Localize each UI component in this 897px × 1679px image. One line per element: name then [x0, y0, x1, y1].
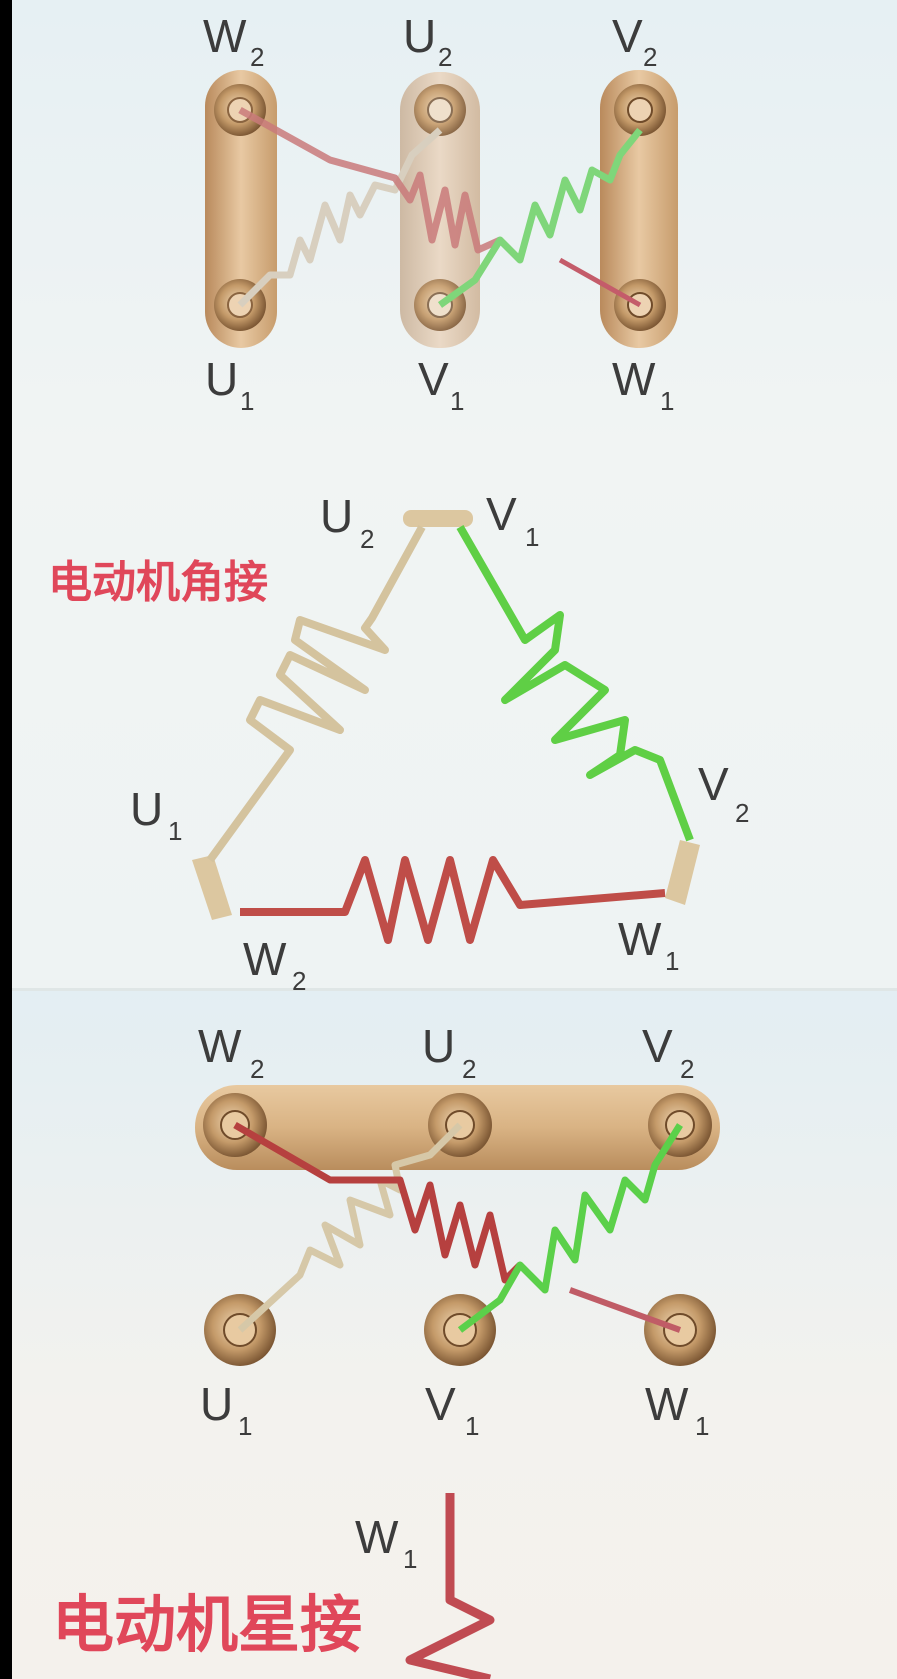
- svg-text:V: V: [425, 1378, 456, 1430]
- svg-text:1: 1: [240, 386, 254, 416]
- svg-text:W: W: [618, 913, 662, 965]
- svg-text:U: U: [200, 1378, 233, 1430]
- winding-w-lead: [558, 257, 642, 308]
- svg-text:W: W: [198, 1020, 242, 1072]
- svg-text:1: 1: [168, 816, 182, 846]
- svg-text:1: 1: [403, 1544, 417, 1574]
- star-connection-title: 电动机星接: [52, 1588, 363, 1661]
- svg-text:U: U: [205, 353, 238, 405]
- star-winding-w-lead: [568, 1287, 682, 1333]
- winding-u-coil: [237, 127, 443, 308]
- delta-winding-w: [240, 856, 666, 944]
- delta-winding-u: [206, 525, 426, 863]
- svg-text:1: 1: [660, 386, 674, 416]
- star-winding-w: [233, 1121, 523, 1284]
- link-bar-left: [205, 70, 277, 348]
- link-bar-right: [600, 70, 678, 348]
- winding-w-coil: [238, 106, 502, 254]
- svg-text:1: 1: [695, 1411, 709, 1441]
- svg-text:W: W: [355, 1511, 399, 1563]
- svg-text:2: 2: [735, 798, 749, 828]
- svg-text:2: 2: [292, 966, 306, 996]
- star-winding-v: [457, 1123, 683, 1333]
- svg-text:V: V: [418, 353, 449, 405]
- svg-text:V: V: [612, 10, 643, 62]
- delta-winding-v: [456, 525, 694, 842]
- section-divider: [12, 988, 897, 991]
- svg-text:U: U: [130, 783, 163, 835]
- svg-text:V: V: [642, 1020, 673, 1072]
- svg-text:V: V: [698, 758, 729, 810]
- junction-u2-v1: [403, 510, 473, 527]
- svg-text:1: 1: [665, 946, 679, 976]
- star-winding-u: [237, 1122, 463, 1333]
- delta-connection-title: 电动机角接: [48, 557, 268, 608]
- svg-text:2: 2: [250, 1054, 264, 1084]
- svg-text:W: W: [243, 933, 287, 985]
- svg-text:W: W: [612, 353, 656, 405]
- left-black-edge: [0, 0, 12, 1679]
- svg-text:2: 2: [360, 524, 374, 554]
- svg-text:1: 1: [450, 386, 464, 416]
- svg-text:W: W: [203, 10, 247, 62]
- svg-text:W: W: [645, 1378, 689, 1430]
- svg-text:U: U: [320, 490, 353, 542]
- svg-text:U: U: [422, 1020, 455, 1072]
- svg-text:2: 2: [438, 42, 452, 72]
- junction-u1-w2: [192, 855, 232, 920]
- svg-text:2: 2: [250, 42, 264, 72]
- svg-text:1: 1: [465, 1411, 479, 1441]
- svg-text:2: 2: [680, 1054, 694, 1084]
- svg-text:V: V: [486, 488, 517, 540]
- winding-v-coil: [437, 127, 643, 308]
- svg-text:2: 2: [643, 42, 657, 72]
- svg-text:U: U: [403, 10, 436, 62]
- star-schematic-winding-w: [405, 1493, 495, 1679]
- label-v2: V2: [698, 758, 749, 828]
- junction-v2-w1: [665, 840, 700, 905]
- svg-text:1: 1: [238, 1411, 252, 1441]
- svg-text:1: 1: [525, 522, 539, 552]
- svg-text:2: 2: [462, 1054, 476, 1084]
